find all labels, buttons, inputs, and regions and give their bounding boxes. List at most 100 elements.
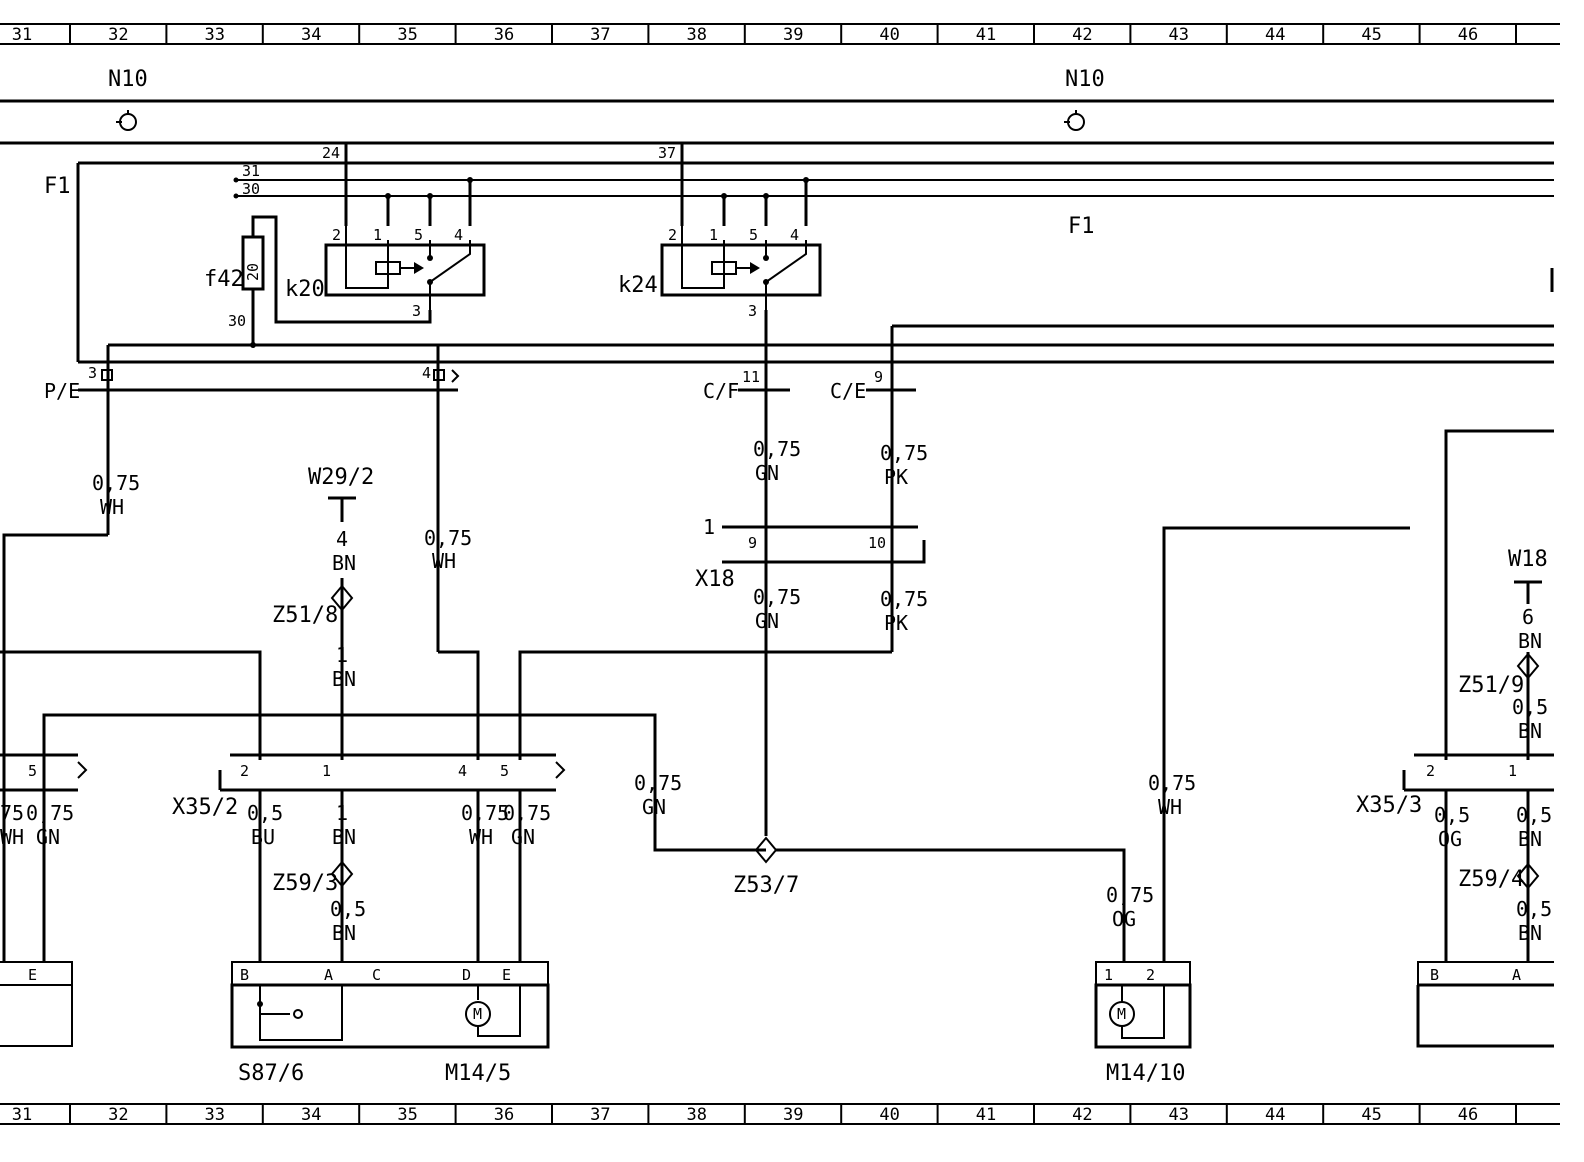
svg-text:0,5: 0,5 [330,897,366,921]
svg-text:BN: BN [1518,629,1542,653]
top-ruler-number: 42 [1072,25,1092,45]
top-ruler-number: 32 [108,25,128,45]
fuse-f42: f42 20 30 [204,215,432,348]
svg-text:BU: BU [251,825,275,849]
bottom-ruler-number: 42 [1072,1105,1092,1125]
connector-x18: X18 1 9 10 [695,515,926,836]
top-ruler-number: 33 [205,25,225,45]
top-ruler-number: 36 [494,25,514,45]
svg-text:0,75: 0,75 [26,801,74,825]
svg-text:0,75: 0,75 [753,585,801,609]
svg-text:WH: WH [469,825,493,849]
svg-text:E: E [28,966,37,984]
svg-text:1: 1 [373,226,382,244]
k20-label: k20 [285,277,325,302]
svg-text:S87/6: S87/6 [238,1061,304,1086]
svg-text:W29/2: W29/2 [308,465,374,490]
svg-text:1: 1 [336,801,348,825]
svg-text:1: 1 [1104,966,1113,984]
svg-text:1: 1 [322,762,331,780]
bottom-ruler-number: 44 [1265,1105,1285,1125]
top-ruler-number: 44 [1265,25,1285,45]
svg-text:BN: BN [332,667,356,691]
bottom-ruler-number: 45 [1361,1105,1381,1125]
svg-text:0,75: 0,75 [880,587,928,611]
svg-text:Z59/4: Z59/4 [1458,867,1524,892]
svg-text:C/F: C/F [703,379,739,403]
relay-k24: k24 2 1 5 4 3 [618,177,822,320]
top-ruler-number: 39 [783,25,803,45]
bottom-ruler-number: 43 [1169,1105,1189,1125]
svg-text:PK: PK [884,465,908,489]
svg-text:0,5: 0,5 [1516,897,1552,921]
splice-z53-7: Z53/7 [733,836,1126,962]
top-ruler-number: 35 [397,25,417,45]
svg-text:P/E: P/E [44,379,80,403]
svg-text:B: B [1430,966,1439,984]
svg-text:A: A [324,966,333,984]
svg-text:GN: GN [755,609,779,633]
svg-text:C/E: C/E [830,379,866,403]
svg-text:75: 75 [0,801,24,825]
svg-text:4: 4 [458,762,467,780]
svg-text:30: 30 [228,312,246,330]
bottom-ruler-number: 32 [108,1105,128,1125]
top-ruler-number: 46 [1458,25,1478,45]
top-ruler-number: 43 [1169,25,1189,45]
svg-text:E: E [502,966,511,984]
svg-text:PK: PK [884,611,908,635]
svg-text:1: 1 [1508,762,1517,780]
svg-text:5: 5 [749,226,758,244]
svg-text:4: 4 [336,527,348,551]
svg-text:0,5: 0,5 [1512,695,1548,719]
component-m14-10: 0,75 WH 1 2 M M14/10 [1094,526,1410,1086]
svg-text:0,75: 0,75 [503,801,551,825]
svg-text:X35/3: X35/3 [1356,793,1422,818]
svg-text:GN: GN [36,825,60,849]
svg-text:Z51/9: Z51/9 [1458,673,1524,698]
svg-text:9: 9 [748,534,757,552]
connector-cf: C/F 11 [703,310,790,535]
bottom-ruler-number: 38 [687,1105,707,1125]
svg-text:GN: GN [511,825,535,849]
svg-text:B: B [240,966,249,984]
svg-text:WH: WH [100,495,124,519]
connector-pe: P/E 3 4 [44,345,460,652]
n10-feeds: 24 37 [322,143,684,226]
svg-text:WH: WH [432,549,456,573]
ground-symbol-icon [116,110,137,131]
svg-text:M: M [1117,1005,1126,1023]
svg-text:OG: OG [1438,827,1462,851]
f42-label: f42 [204,267,244,292]
k24-label: k24 [618,273,658,298]
svg-text:A: A [1512,966,1521,984]
svg-text:4: 4 [790,226,799,244]
bottom-ruler-number: 40 [879,1105,899,1125]
svg-text:M14/5: M14/5 [445,1061,511,1086]
svg-text:5: 5 [414,226,423,244]
svg-text:0,5: 0,5 [1516,803,1552,827]
svg-text:M: M [473,1005,482,1023]
svg-text:GN: GN [642,795,666,819]
svg-text:GN: GN [755,461,779,485]
top-ruler-number: 41 [976,25,996,45]
top-ruler-number: 31 [12,25,32,45]
pin-37-label: 37 [658,144,676,162]
f1-label-right: F1 [1068,214,1095,239]
svg-text:5: 5 [500,762,509,780]
bottom-ruler-number: 46 [1458,1105,1478,1125]
svg-text:W18: W18 [1508,547,1548,572]
connector-x35-2: X35/2 2 1 4 5 [172,753,566,820]
bottom-ruler-number: 31 [12,1105,32,1125]
svg-text:4: 4 [422,364,431,382]
top-ruler-number: 34 [301,25,321,45]
svg-text:2: 2 [1146,966,1155,984]
bottom-ruler-number: 39 [783,1105,803,1125]
svg-text:D: D [462,966,471,984]
svg-text:0,75: 0,75 [92,471,140,495]
svg-text:C: C [372,966,381,984]
svg-text:OG: OG [1112,907,1136,931]
n10-label-right: N10 [1065,67,1105,92]
connector-left-partial: 5 75 WH 0,75 GN E [0,753,88,1047]
